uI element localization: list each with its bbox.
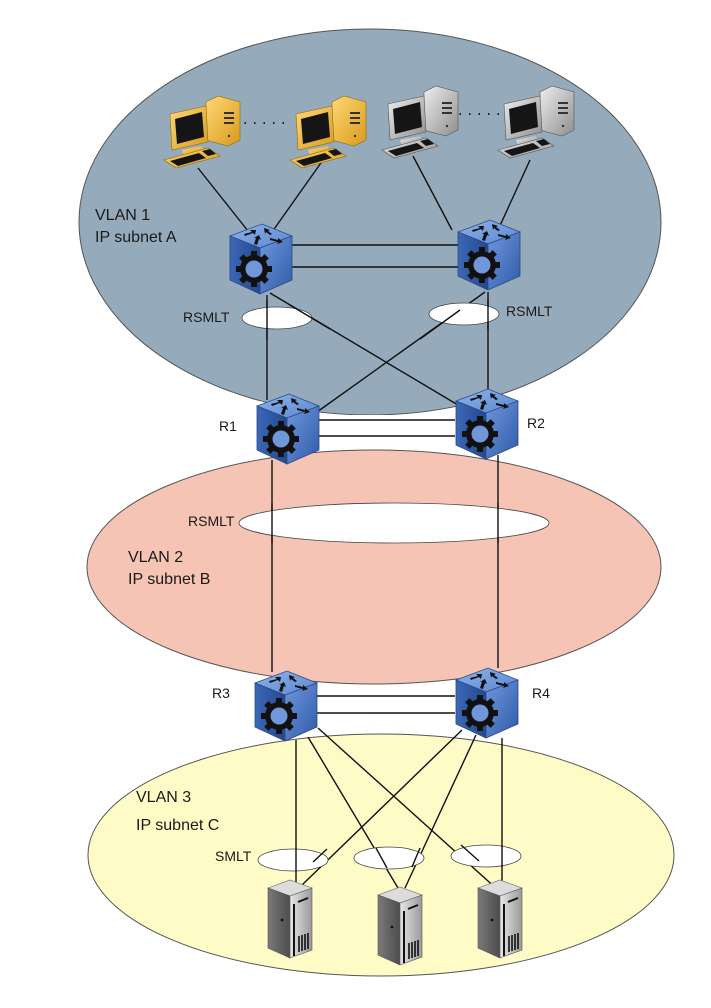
smlt-ellipse-1 [257, 848, 329, 872]
rsmlt-ellipse-middle [238, 502, 550, 544]
switch-icon [457, 219, 521, 291]
vlan2-area [86, 449, 662, 685]
router-r4-label: R4 [532, 685, 550, 701]
rsmlt-label-middle: RSMLT [188, 513, 235, 529]
rsmlt-ellipse-top-left [241, 306, 313, 330]
rsmlt-label-top-left: RSMLT [183, 309, 230, 325]
switch-icon [229, 223, 293, 295]
access-links [197, 155, 531, 237]
server-icon [377, 886, 423, 966]
router-r4-icon [455, 667, 519, 739]
vlan1-name: VLAN 1 [95, 207, 150, 224]
router-r3-icon [254, 670, 318, 742]
smlt-label: SMLT [215, 848, 252, 864]
server-icon [267, 879, 313, 959]
router-r1-icon [256, 393, 320, 465]
router-r2-label: R2 [527, 415, 545, 431]
smlt-ellipse-2 [353, 846, 425, 870]
router-r1-label: R1 [219, 418, 237, 434]
server-icon [477, 879, 523, 959]
router-r3-label: R3 [212, 685, 230, 701]
smlt-ellipse-3 [450, 844, 522, 868]
vlan1-area [78, 28, 662, 416]
vlan1-subnet: IP subnet A [95, 229, 177, 246]
vlan2-name: VLAN 2 [128, 549, 183, 566]
vlan3-subnet: IP subnet C [136, 817, 219, 834]
vlan2-subnet: IP subnet B [128, 571, 210, 588]
vlan3-name: VLAN 3 [136, 789, 191, 806]
rsmlt-label-top-right: RSMLT [506, 303, 553, 319]
router-r2-icon [455, 388, 519, 460]
